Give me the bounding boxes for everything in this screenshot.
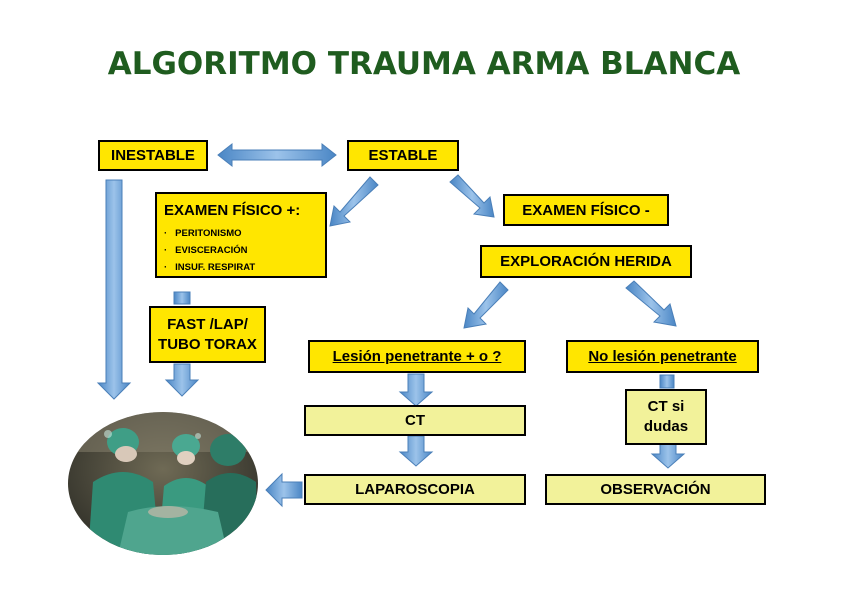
node-observacion-label: OBSERVACIÓN — [600, 481, 711, 498]
arrow-exploracion-to-nolesion — [625, 280, 677, 327]
examen-pos-item: INSUF. RESPIRAT — [164, 259, 255, 276]
node-examen-fisico-positivo: EXAMEN FÍSICO +: PERITONISMO EVISCERACIÓ… — [155, 192, 327, 278]
surgery-photo — [68, 412, 258, 555]
node-exploracion-herida: EXPLORACIÓN HERIDA — [480, 245, 692, 278]
examen-pos-list: PERITONISMO EVISCERACIÓN INSUF. RESPIRAT — [164, 225, 255, 276]
node-no-lesion-penetrante: No lesión penetrante — [566, 340, 759, 373]
node-ct-si-dudas: CT si dudas — [625, 389, 707, 445]
examen-pos-heading: EXAMEN FÍSICO +: — [164, 202, 301, 219]
node-ctdudas-line2: dudas — [643, 418, 689, 435]
node-lesion-penetrante: Lesión penetrante + o ? — [308, 340, 526, 373]
examen-pos-item: PERITONISMO — [164, 225, 255, 242]
arrow-estable-to-examen-neg — [449, 174, 495, 218]
node-estable: ESTABLE — [347, 140, 459, 171]
node-exploracion-label: EXPLORACIÓN HERIDA — [500, 253, 672, 270]
node-observacion: OBSERVACIÓN — [545, 474, 766, 505]
node-inestable-label: INESTABLE — [111, 147, 195, 164]
node-examen-neg-label: EXAMEN FÍSICO - — [522, 201, 650, 219]
node-ctdudas-line1: CT si — [647, 398, 685, 415]
node-ct-label: CT — [405, 412, 425, 429]
node-examen-fisico-negativo: EXAMEN FÍSICO - — [503, 194, 669, 226]
node-laparoscopia-label: LAPAROSCOPIA — [355, 481, 475, 498]
node-fast-line1: FAST /LAP/ — [167, 315, 248, 333]
arrow-ctdudas-to-observacion — [650, 443, 686, 469]
arrow-examen-to-fast — [173, 291, 191, 305]
arrow-nolesion-to-ctdudas — [659, 374, 675, 389]
examen-pos-item: EVISCERACIÓN — [164, 242, 255, 259]
arrow-lesion-to-ct — [398, 373, 434, 407]
arrow-fast-down — [164, 363, 200, 397]
node-fast-lap-tubo: FAST /LAP/ TUBO TORAX — [149, 306, 266, 363]
node-nolesion-label: No lesión penetrante — [588, 348, 737, 365]
node-lesion-label: Lesión penetrante + o ? — [332, 348, 502, 365]
page-title: ALGORITMO TRAUMA ARMA BLANCA — [107, 46, 741, 82]
double-arrow — [217, 142, 337, 168]
node-laparoscopia: LAPAROSCOPIA — [304, 474, 526, 505]
node-estable-label: ESTABLE — [368, 147, 438, 164]
node-ct: CT — [304, 405, 526, 436]
arrow-estable-to-examen-pos — [329, 176, 379, 227]
arrow-exploracion-to-lesion — [463, 281, 509, 329]
arrow-inestable-down — [96, 179, 132, 400]
node-fast-line2: TUBO TORAX — [158, 335, 257, 353]
node-inestable: INESTABLE — [98, 140, 208, 171]
arrow-ct-to-laparoscopia — [398, 435, 434, 467]
arrow-laparoscopia-to-photo — [265, 472, 303, 508]
